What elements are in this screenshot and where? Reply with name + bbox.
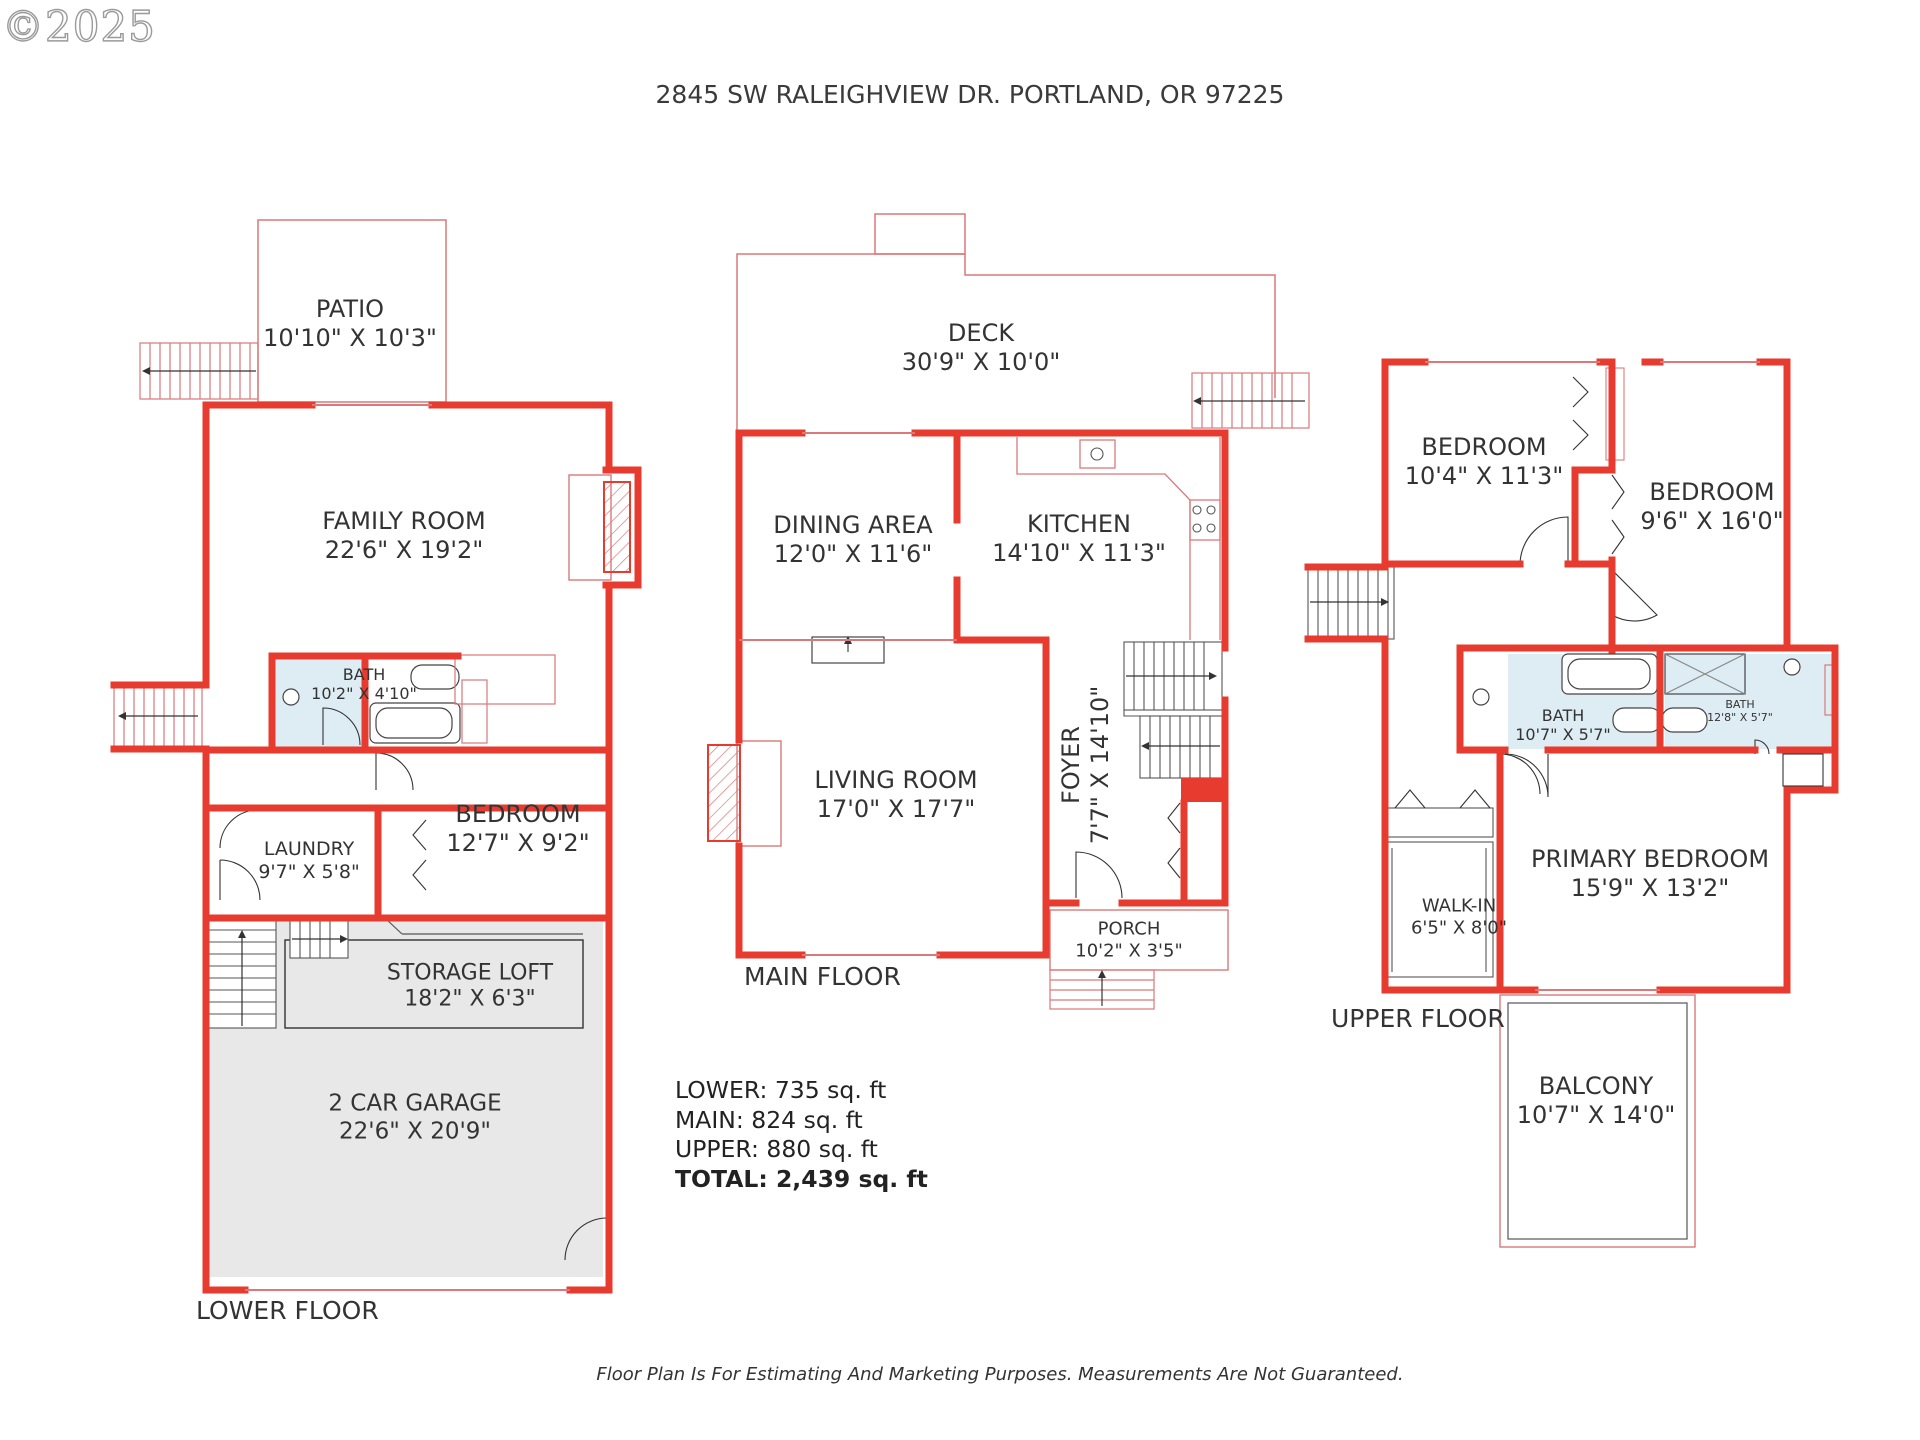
balcony-outline [1499,994,1696,1248]
sqft-total: TOTAL: 2,439 sq. ft [675,1164,928,1193]
sqft-upper: UPPER: 880 sq. ft [675,1135,878,1163]
foyer-stairs [1123,641,1223,779]
floor-label-upper: UPPER FLOOR [1331,1004,1505,1033]
disclaimer: Floor Plan Is For Estimating And Marketi… [596,1364,1404,1385]
living-room-fireplace [736,740,782,847]
upper-floor-plan [1304,358,1839,1248]
upper-floor-walls [1304,358,1839,994]
lower-floor-walls [110,401,642,1294]
sqft-lower: LOWER: 735 sq. ft [675,1076,887,1104]
main-floor-plan [707,213,1310,1010]
upper-bath-fixtures [1472,653,1836,733]
main-floor-walls [735,429,1229,959]
lower-bath-fixtures [275,654,556,748]
square-footage-summary: LOWER: 735 sq. ft MAIN: 824 sq. ft UPPER… [675,1076,928,1194]
deck-outline [736,253,1276,430]
lower-floor-plan [110,219,642,1294]
sqft-main: MAIN: 824 sq. ft [675,1105,863,1134]
floor-label-lower: LOWER FLOOR [196,1296,379,1325]
upper-bath-fill-2 [1665,654,1837,749]
kitchen-counters [1016,437,1221,640]
copyright-mark: ©2025 [1,1,156,51]
floor-label-main: MAIN FLOOR [744,962,901,991]
property-address: 2845 SW RALEIGHVIEW DR. PORTLAND, OR 972… [655,80,1285,109]
patio-outline [257,219,447,403]
